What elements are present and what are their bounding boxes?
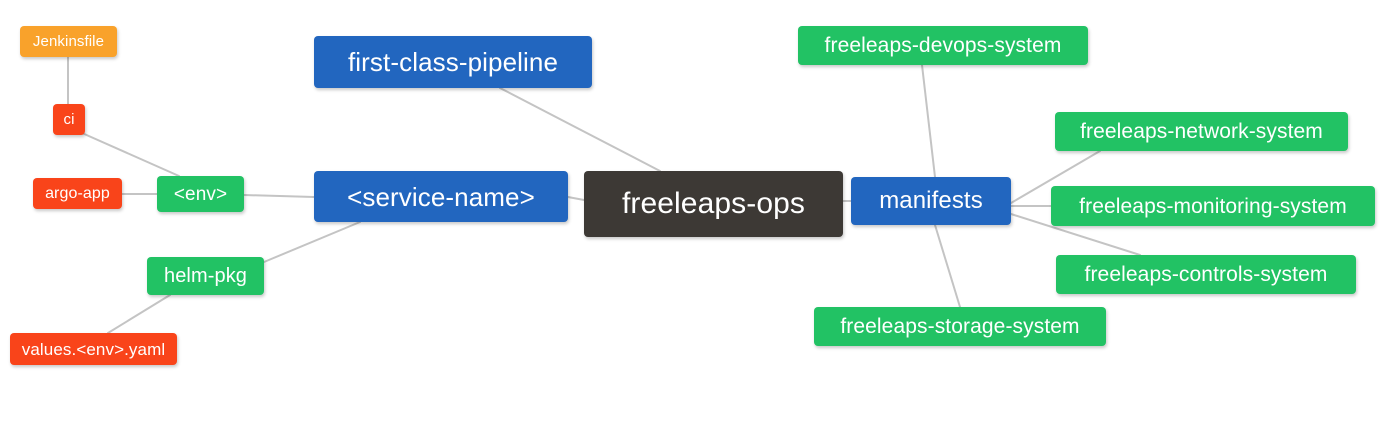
edge-helm-pkg-to-values-env-yaml <box>107 294 171 334</box>
node-label: freeleaps-monitoring-system <box>1079 194 1347 218</box>
edge-service-name-to-freeleaps-ops <box>567 196 585 201</box>
node-ci[interactable]: ci <box>53 104 85 135</box>
edge-service-name-to-helm-pkg <box>263 221 361 263</box>
edge-manifests-to-freeleaps-devops-system <box>921 64 936 178</box>
node-first-class-pipeline[interactable]: first-class-pipeline <box>314 36 592 88</box>
node-freeleaps-devops-system[interactable]: freeleaps-devops-system <box>798 26 1088 65</box>
edge-manifests-to-freeleaps-storage-system <box>934 224 961 308</box>
node-helm-pkg[interactable]: helm-pkg <box>147 257 264 295</box>
node-label: Jenkinsfile <box>32 33 105 50</box>
edge-env-to-service-name <box>243 194 315 198</box>
node-label: helm-pkg <box>163 265 248 287</box>
node-label: <service-name> <box>347 181 535 212</box>
node-label: freeleaps-storage-system <box>840 315 1080 338</box>
node-jenkinsfile[interactable]: Jenkinsfile <box>20 26 117 57</box>
node-argo-app[interactable]: argo-app <box>33 178 122 209</box>
node-freeleaps-network-system[interactable]: freeleaps-network-system <box>1055 112 1348 151</box>
node-freeleaps-storage-system[interactable]: freeleaps-storage-system <box>814 307 1106 346</box>
node-label: ci <box>63 111 75 128</box>
node-label: freeleaps-controls-system <box>1084 263 1328 286</box>
node-service-name[interactable]: <service-name> <box>314 171 568 222</box>
node-label: freeleaps-network-system <box>1080 120 1323 143</box>
node-label: manifests <box>879 187 983 214</box>
node-freeleaps-monitoring-system[interactable]: freeleaps-monitoring-system <box>1051 186 1375 226</box>
node-label: values.<env>.yaml <box>21 339 166 359</box>
node-manifests[interactable]: manifests <box>851 177 1011 225</box>
node-label: freeleaps-ops <box>621 187 806 220</box>
node-env[interactable]: <env> <box>157 176 244 212</box>
node-label: argo-app <box>45 184 110 202</box>
node-freeleaps-controls-system[interactable]: freeleaps-controls-system <box>1056 255 1356 294</box>
node-values-env-yaml[interactable]: values.<env>.yaml <box>10 333 177 365</box>
node-label: <env> <box>173 183 228 205</box>
edge-first-class-pipeline-to-freeleaps-ops <box>499 87 661 172</box>
node-label: first-class-pipeline <box>347 47 559 77</box>
node-freeleaps-ops[interactable]: freeleaps-ops <box>584 171 843 237</box>
edge-ci-to-env <box>81 132 180 177</box>
node-label: freeleaps-devops-system <box>824 34 1062 57</box>
